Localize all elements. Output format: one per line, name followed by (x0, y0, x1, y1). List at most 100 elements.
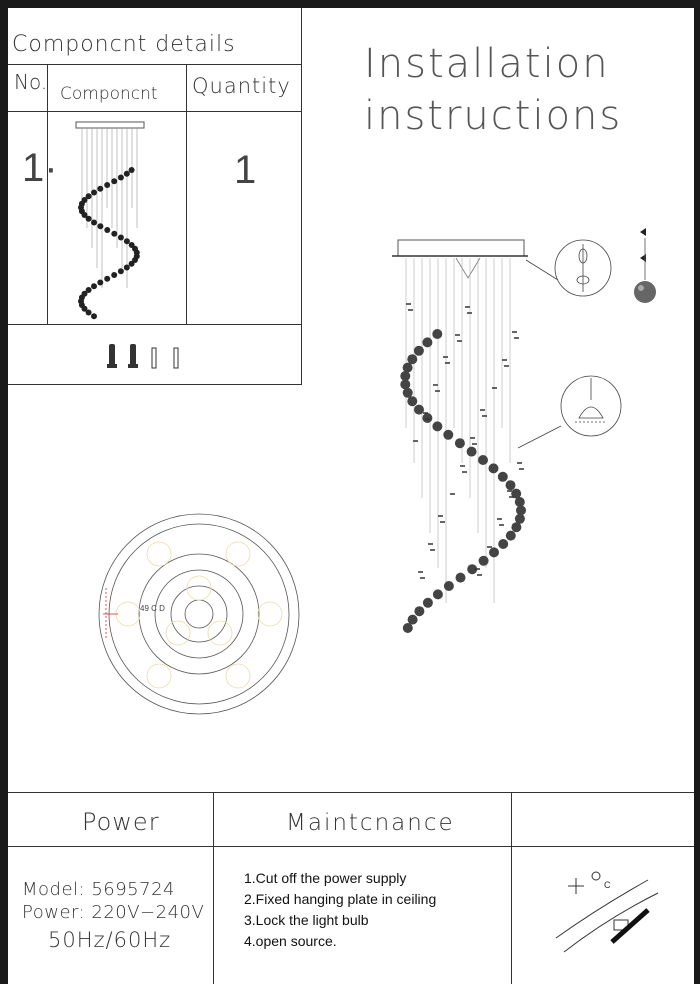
thumb-bead (111, 230, 118, 237)
thumb-bead (91, 313, 97, 320)
crystal-bead (454, 438, 465, 449)
bottom-table-mid (8, 846, 694, 847)
table-row-line-3 (8, 324, 302, 325)
thumb-bead (104, 275, 111, 282)
step-3: 3.Lock the light bulb (244, 912, 369, 928)
plate-ring (115, 601, 141, 627)
chandelier-thumbnail-icon (75, 121, 145, 320)
crystal-bead (402, 387, 413, 398)
crystal-bead (466, 446, 477, 457)
crystal-bead (514, 513, 525, 524)
crystal-bead (497, 471, 508, 482)
model-number: Model: 5695724 (22, 879, 175, 900)
header-no: No. (14, 70, 48, 94)
crystal-bead (505, 480, 516, 491)
crystal-bead (402, 362, 413, 373)
thumb-bead (123, 170, 130, 177)
crystal-bead (422, 597, 433, 608)
thumb-bead (128, 260, 135, 267)
table-border-bottom (8, 384, 302, 385)
plate-ring (146, 663, 172, 689)
maintenance-heading: Maintсnance (286, 810, 455, 836)
thumb-bead (91, 189, 97, 196)
thumb-bead (111, 178, 118, 185)
crystal-ball-icon (634, 228, 656, 303)
crystal-bead (407, 354, 418, 365)
crystal-bead (400, 371, 411, 381)
crystal-bead (478, 455, 488, 465)
thumb-bead (91, 219, 97, 226)
crystal-bead (478, 555, 489, 566)
crystal-bead (443, 581, 454, 591)
crystal-bead (432, 589, 443, 600)
crystal-bead (413, 345, 424, 356)
power-specs: Model: 5695724 Power: 220V−240V (22, 878, 204, 924)
plate-ring (207, 620, 233, 646)
thumb-bead (97, 279, 104, 286)
voltage: Power: 220V−240V (22, 902, 205, 923)
crystal-bead (514, 497, 525, 507)
thumb-bead (85, 287, 92, 293)
ceiling-plate-top-view (98, 513, 300, 715)
thumb-bead (117, 174, 124, 181)
crystal-bead (414, 606, 425, 617)
row-quantity: 1 (234, 148, 257, 192)
bottom-table-top (8, 792, 694, 793)
plate-ring (257, 601, 283, 627)
crystal-bead (516, 505, 526, 516)
plate-ring (165, 620, 191, 646)
table-row-line-2 (8, 111, 302, 112)
thumb-bead (91, 283, 97, 290)
thumb-bead (117, 268, 124, 275)
plate-ring (186, 575, 212, 601)
thumb-bead (97, 223, 104, 230)
bulb-pendant-icon (517, 375, 622, 449)
thumb-bead (117, 234, 124, 241)
maintenance-steps: 1.Cut off the power supply 2.Fixed hangi… (244, 868, 436, 952)
bottom-col-2 (511, 792, 512, 984)
thumb-bead (85, 309, 92, 316)
crystal-bead (511, 488, 522, 499)
plate-ring (225, 541, 251, 567)
installation-title-line2: instructions (364, 93, 623, 139)
table-row-line-1 (8, 64, 302, 65)
crystal-bead (498, 539, 509, 549)
crystal-bead (432, 329, 443, 339)
crystal-bead (400, 379, 411, 390)
installation-title-line1: Installation (364, 41, 610, 87)
instruction-sheet: Componсnt details No. Componсnt Quantity… (8, 8, 694, 984)
step-1: 1.Cut off the power supply (244, 870, 407, 886)
crystal-bead (414, 404, 424, 415)
crystal-bead (511, 522, 522, 533)
step-2: 2.Fixed hanging plate in ceiling (244, 891, 437, 907)
crystal-bead (422, 337, 433, 348)
crystal-bead (488, 463, 499, 474)
crystal-bead (489, 547, 499, 558)
chandelier-side-view (392, 239, 528, 633)
crystal-bead (402, 623, 413, 633)
step-4: 4.open source. (244, 933, 337, 949)
power-heading: Power (82, 808, 160, 836)
thumb-bead (85, 215, 92, 222)
bottom-col-1 (213, 792, 214, 984)
thumb-bead (81, 212, 88, 218)
installation-title: Installation instructions (364, 38, 622, 142)
plate-dimension-label: 49 C D (140, 604, 165, 613)
screw-set-icon (107, 344, 179, 369)
crystal-bead (407, 614, 418, 625)
thumb-bead (128, 167, 135, 173)
technical-drawings: 49 C D (75, 121, 659, 953)
table-col-line-2 (186, 64, 187, 325)
installation-sketch-icon (555, 871, 659, 953)
component-details-title: Componсnt details (12, 32, 236, 57)
header-quantity: Quantity (192, 74, 291, 98)
header-component: Componсnt (60, 84, 158, 104)
frequency: 50Hz/60Hz (48, 928, 172, 952)
table-col-line-1 (47, 64, 48, 325)
crystal-bead (467, 564, 478, 575)
thumb-bead (111, 272, 118, 278)
plate-ring (146, 541, 172, 567)
thumb-bead (123, 264, 130, 271)
row-number: 1· (22, 146, 58, 190)
crystal-bead (455, 572, 466, 583)
